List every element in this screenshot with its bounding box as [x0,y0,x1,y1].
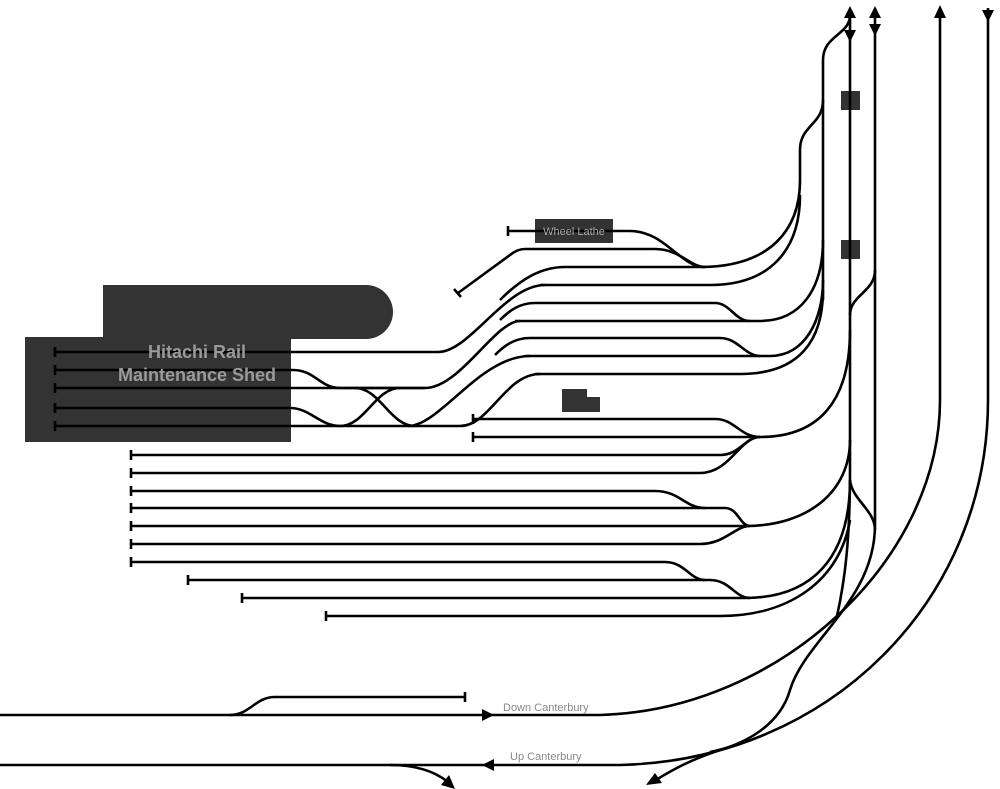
depot-access-lines [709,6,881,754]
maintenance-shed [25,285,393,442]
shed-tracks [53,283,546,431]
wheel-lathe-label: Wheel Lathe [543,226,605,238]
small-building [562,389,600,412]
lower-fan-tracks [129,329,852,621]
shed-name-line2: Maintenance Shed [118,365,276,385]
down-canterbury-line [0,5,946,721]
down-canterbury-label: Down Canterbury [503,702,589,714]
up-canterbury-line [0,8,994,789]
shed-name-line1: Hitachi Rail [148,342,246,362]
upper-fan-tracks [453,14,852,376]
up-canterbury-label: Up Canterbury [510,751,582,763]
